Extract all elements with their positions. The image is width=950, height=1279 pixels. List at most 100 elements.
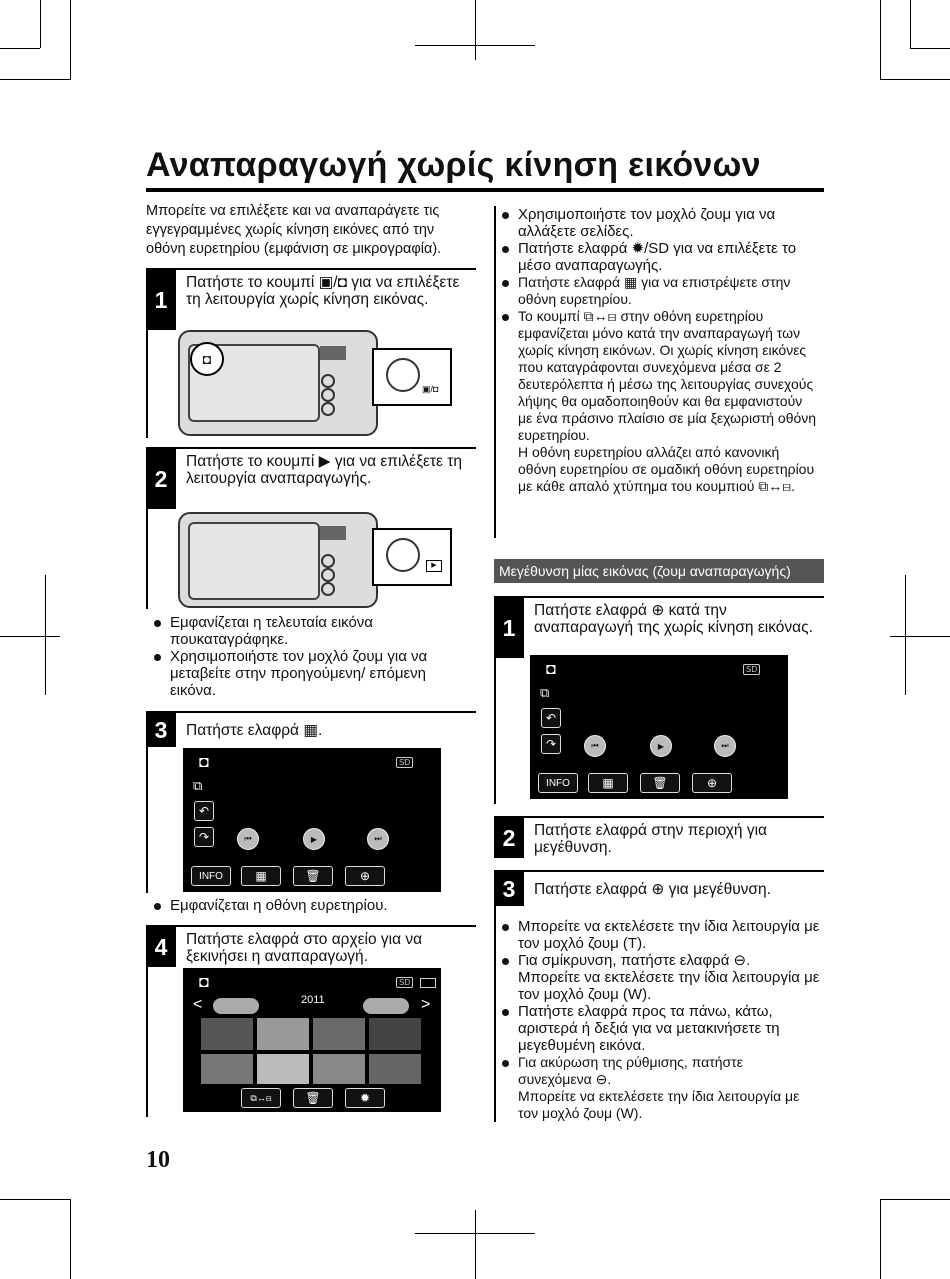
info-button[interactable]: INFO bbox=[538, 773, 578, 793]
column-rule bbox=[146, 270, 148, 438]
step-number: 4 bbox=[146, 927, 176, 967]
next-icon[interactable]: ⏭ bbox=[367, 828, 389, 850]
year-label: 2011 bbox=[301, 994, 325, 1006]
trash-icon[interactable]: 🗑 bbox=[293, 1088, 333, 1108]
crop-mark bbox=[0, 636, 60, 637]
index-screen: ◘ SD < 2011 > ⧉↔⊟ 🗑 ✹ bbox=[183, 968, 441, 1112]
crop-mark bbox=[910, 48, 950, 49]
step-4: 4 Πατήστε ελαφρά στο αρχείο για να ξεκιν… bbox=[146, 925, 476, 1119]
title-rule bbox=[146, 188, 824, 192]
play-icon[interactable]: ▶ bbox=[650, 735, 672, 757]
step-text: Πατήστε ελαφρά στην περιοχή για μεγέθυνσ… bbox=[534, 822, 767, 856]
crop-mark bbox=[910, 0, 911, 48]
step-number: 1 bbox=[494, 598, 524, 658]
crop-mark bbox=[70, 1199, 71, 1279]
thumbnail[interactable] bbox=[201, 1018, 253, 1050]
lcd-screen: ◘ SD ⧉ ↶ ↷ ⏮ ▶ ⏭ INFO ▦ 🗑 ⊕ bbox=[530, 655, 788, 799]
crop-mark bbox=[45, 575, 46, 695]
thumbnail[interactable] bbox=[313, 1018, 365, 1050]
crop-mark bbox=[0, 79, 70, 80]
camera-lcd bbox=[188, 522, 320, 600]
bullet: Πατήστε ελαφρά προς τα πάνω, κάτω, αριστ… bbox=[500, 1003, 820, 1054]
step-number: 2 bbox=[146, 449, 176, 509]
thumbnail[interactable] bbox=[201, 1054, 253, 1084]
rotate-left-icon[interactable]: ↶ bbox=[194, 801, 214, 821]
play-button-icon bbox=[386, 538, 420, 572]
sd-icon: SD bbox=[743, 664, 761, 675]
button-callout: ▣/◘ bbox=[372, 348, 452, 406]
crop-mark bbox=[40, 0, 41, 48]
intro-text: Μπορείτε να επιλέξετε και να αναπαράγετε… bbox=[146, 203, 442, 257]
previous-icon[interactable]: ⏮ bbox=[584, 735, 606, 757]
step-text: Πατήστε το κουμπί ▶ για να επιλέξετε τη … bbox=[186, 453, 463, 487]
page-number: 10 bbox=[146, 1147, 170, 1173]
play-icon[interactable]: ▶ bbox=[303, 828, 325, 850]
step-1: 1 Πατήστε το κουμπί ▣/◘ για να επιλέξετε… bbox=[146, 268, 476, 440]
right-bullets: Χρησιμοποιήστε τον μοχλό ζουμ για να αλλ… bbox=[500, 206, 820, 495]
rotate-right-icon[interactable]: ↷ bbox=[194, 827, 214, 847]
bullet: Πατήστε ελαφρά ✹/SD για να επιλέξετε το … bbox=[500, 240, 820, 274]
bullet: Χρησιμοποιήστε τον μοχλό ζουμ για να μετ… bbox=[152, 648, 472, 699]
step-text: Πατήστε το κουμπί ▣/◘ για να επιλέξετε τ… bbox=[186, 274, 460, 308]
play-icon: ▶ bbox=[426, 560, 442, 572]
info-button[interactable]: INFO bbox=[191, 866, 231, 886]
rotate-right-icon[interactable]: ↷ bbox=[541, 734, 561, 754]
column-rule bbox=[146, 449, 148, 609]
camera-button bbox=[321, 568, 335, 582]
step-text: Πατήστε ελαφρά ▦. bbox=[186, 722, 323, 739]
zoom-in-icon[interactable]: ⊕ bbox=[345, 866, 385, 886]
thumbnail[interactable] bbox=[257, 1054, 309, 1084]
zoom-bullets: Μπορείτε να εκτελέσετε την ίδια λειτουργ… bbox=[500, 918, 820, 1122]
column-rule bbox=[494, 872, 496, 1122]
bullet: Για σμίκρυνση, πατήστε ελαφρά ⊖. bbox=[500, 952, 820, 969]
prev-page-icon[interactable]: < bbox=[193, 996, 203, 1013]
thumbnail[interactable] bbox=[313, 1054, 365, 1084]
step-text: Πατήστε ελαφρά ⊕ κατά την αναπαραγωγή τη… bbox=[534, 602, 813, 636]
next-page-icon[interactable]: > bbox=[421, 996, 431, 1013]
zoom-step-2: 2 Πατήστε ελαφρά στην περιοχή για μεγέθυ… bbox=[494, 816, 824, 860]
crop-mark bbox=[880, 0, 881, 80]
zoom-in-icon[interactable]: ⊕ bbox=[692, 773, 732, 793]
bullet-continuation: Μπορείτε να εκτελέσετε την ίδια λειτουργ… bbox=[518, 1088, 800, 1121]
crop-mark bbox=[880, 79, 950, 80]
crop-mark bbox=[905, 575, 906, 695]
crop-mark bbox=[475, 0, 476, 60]
lcd-screen: ◘ SD ⧉ ↶ ↷ ⏮ ▶ ⏭ INFO ▦ 🗑 ⊕ bbox=[183, 748, 441, 892]
group-toggle-icon[interactable]: ⧉↔⊟ bbox=[241, 1088, 281, 1108]
rotate-left-icon[interactable]: ↶ bbox=[541, 708, 561, 728]
step3-bullets: Εμφανίζεται η οθόνη ευρετηρίου. bbox=[152, 897, 472, 914]
prev-group-pill[interactable] bbox=[213, 998, 259, 1014]
group-icon: ⧉ bbox=[540, 685, 550, 700]
camera-mode-icon: ◘ bbox=[190, 342, 224, 376]
crop-mark bbox=[70, 0, 71, 80]
crop-mark bbox=[890, 636, 950, 637]
step-3: 3 Πατήστε ελαφρά ▦. bbox=[146, 711, 476, 921]
trash-icon[interactable]: 🗑 bbox=[293, 866, 333, 886]
bullet: Εμφανίζεται η τελευταία εικόνα πουκαταγρ… bbox=[152, 614, 472, 648]
step-text: Πατήστε ελαφρά στο αρχείο για να ξεκινήσ… bbox=[186, 931, 423, 965]
zoom-lever bbox=[320, 346, 346, 360]
crop-mark bbox=[880, 1199, 950, 1200]
index-icon[interactable]: ▦ bbox=[588, 773, 628, 793]
column-rule bbox=[146, 713, 148, 893]
next-icon[interactable]: ⏭ bbox=[714, 735, 736, 757]
next-group-pill[interactable] bbox=[363, 998, 409, 1014]
crop-mark bbox=[880, 1199, 881, 1279]
thumbnail[interactable] bbox=[369, 1054, 421, 1084]
step-text: Πατήστε ελαφρά ⊕ για μεγέθυνση. bbox=[534, 881, 771, 898]
index-icon[interactable]: ▦ bbox=[241, 866, 281, 886]
bullet: Μπορείτε να εκτελέσετε την ίδια λειτουργ… bbox=[500, 918, 820, 952]
sd-icon: SD bbox=[396, 757, 414, 768]
camera-button bbox=[321, 582, 335, 596]
trash-icon[interactable]: 🗑 bbox=[640, 773, 680, 793]
bullet-continuation: Μπορείτε να εκτελέσετε την ίδια λειτουργ… bbox=[518, 969, 820, 1003]
media-select-icon[interactable]: ✹ bbox=[345, 1088, 385, 1108]
previous-icon[interactable]: ⏮ bbox=[237, 828, 259, 850]
section-header: Μεγέθυνση μίας εικόνας (ζουμ αναπαραγωγή… bbox=[494, 559, 824, 583]
bullet-continuation: Η οθόνη ευρετηρίου αλλάζει από κανονική … bbox=[518, 444, 815, 494]
camera-icon: ◘ bbox=[199, 974, 209, 991]
thumbnail[interactable] bbox=[369, 1018, 421, 1050]
bullet: Εμφανίζεται η οθόνη ευρετηρίου. bbox=[152, 897, 472, 914]
mode-label-icon: ▣/◘ bbox=[422, 384, 439, 394]
thumbnail[interactable] bbox=[257, 1018, 309, 1050]
